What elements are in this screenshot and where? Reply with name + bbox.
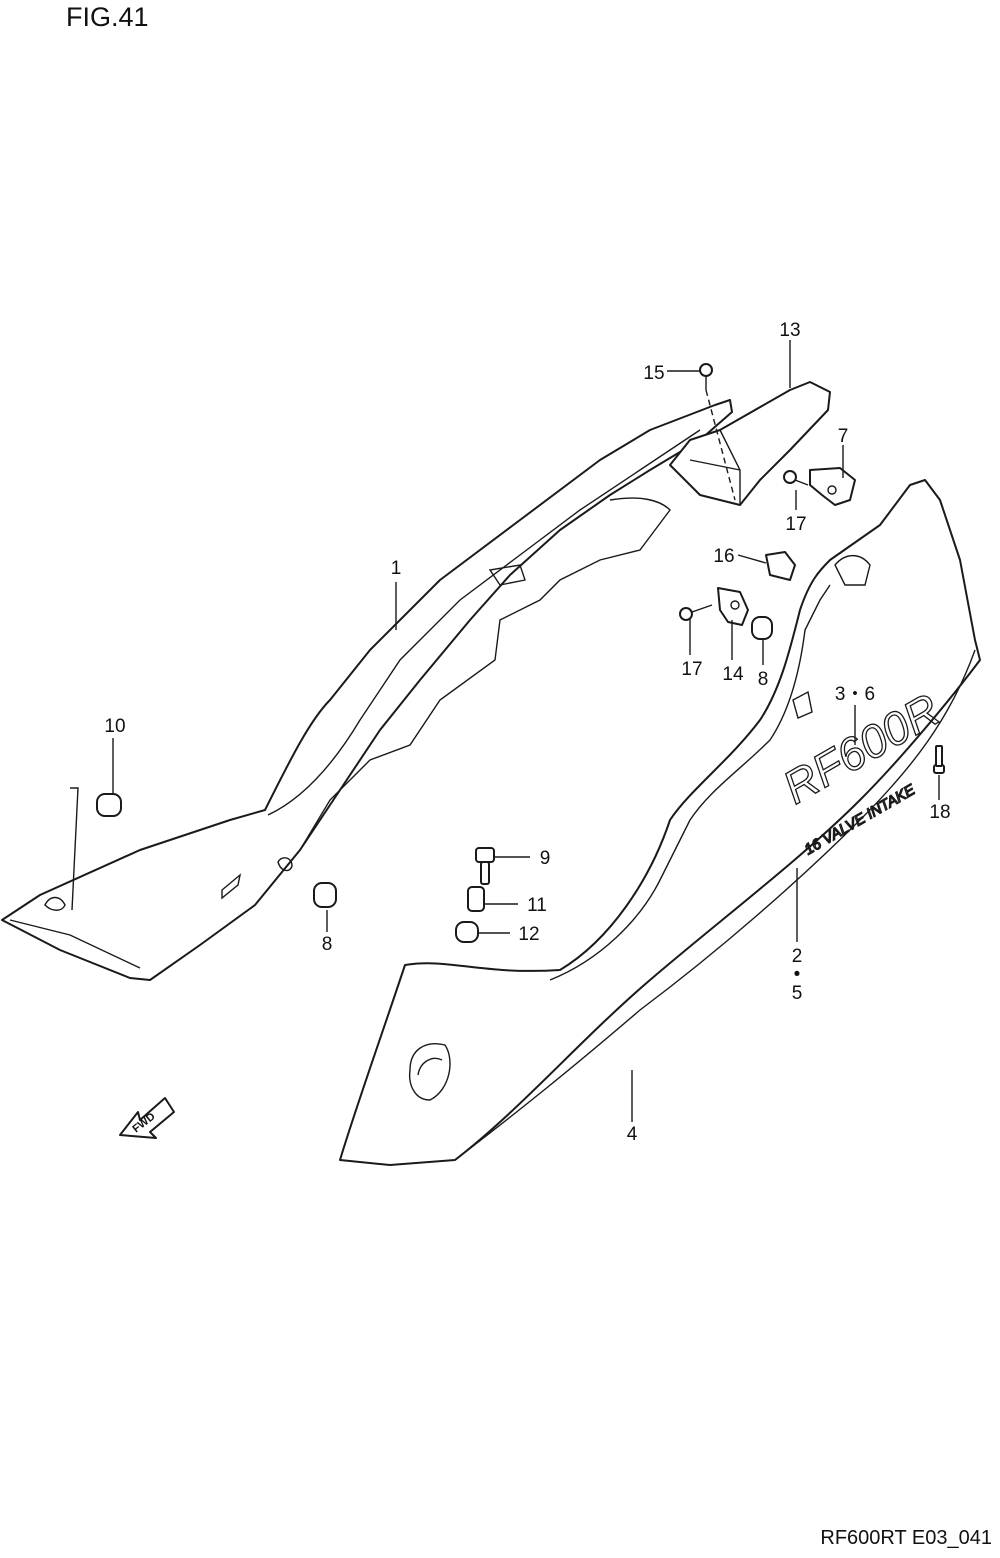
callout-11: 11 bbox=[527, 895, 547, 916]
callout-3-6: 3・6 bbox=[835, 684, 875, 705]
callout-13: 13 bbox=[779, 320, 800, 341]
callout-15: 15 bbox=[643, 363, 664, 384]
part-8-grommet-upper bbox=[751, 616, 773, 640]
part-13-rear-cover bbox=[669, 381, 831, 506]
part-9-bolt bbox=[475, 847, 495, 885]
part-7-bracket bbox=[809, 467, 856, 506]
callout-4: 4 bbox=[627, 1124, 638, 1145]
part-12-grommet bbox=[455, 921, 479, 943]
part-17-screw-upper bbox=[783, 470, 809, 486]
callout-5: 5 bbox=[792, 983, 803, 1004]
part-8-grommet-lower bbox=[313, 882, 337, 908]
part-1-frame-cover-left bbox=[1, 399, 733, 981]
part-4-frame-cover-right bbox=[339, 479, 981, 1166]
part-14-bracket bbox=[717, 587, 749, 626]
figure-title: FIG.41 bbox=[66, 2, 149, 32]
callout-18: 18 bbox=[929, 802, 950, 823]
callout-12: 12 bbox=[518, 924, 539, 945]
callout-8-lower: 8 bbox=[322, 934, 333, 955]
callout-14: 14 bbox=[722, 664, 744, 685]
callout-labels: 1 2 • 5 3・6 4 7 8 8 9 10 11 12 13 14 15 … bbox=[104, 320, 950, 1145]
callout-9: 9 bbox=[540, 848, 551, 869]
callout-16: 16 bbox=[713, 546, 734, 567]
callout-17-lower: 17 bbox=[681, 659, 702, 680]
part-10-grommet bbox=[96, 793, 122, 817]
part-11-collar bbox=[467, 886, 485, 912]
part-18-screw bbox=[933, 745, 945, 774]
callout-10: 10 bbox=[104, 716, 125, 737]
callout-17-upper: 17 bbox=[785, 514, 806, 535]
part-17-screw-lower bbox=[679, 604, 713, 621]
callout-7: 7 bbox=[838, 426, 849, 447]
callout-1: 1 bbox=[391, 558, 402, 579]
leader-lines bbox=[70, 340, 940, 1122]
part-16-clip bbox=[765, 551, 796, 581]
document-code: RF600RT E03_041 bbox=[820, 1527, 992, 1549]
callout-2: 2 bbox=[792, 946, 803, 967]
fwd-arrow-icon: FWD bbox=[119, 1097, 175, 1139]
callout-8-upper: 8 bbox=[758, 669, 769, 690]
part-15-screw bbox=[699, 363, 736, 501]
callout-2-5-separator: • bbox=[794, 964, 801, 985]
